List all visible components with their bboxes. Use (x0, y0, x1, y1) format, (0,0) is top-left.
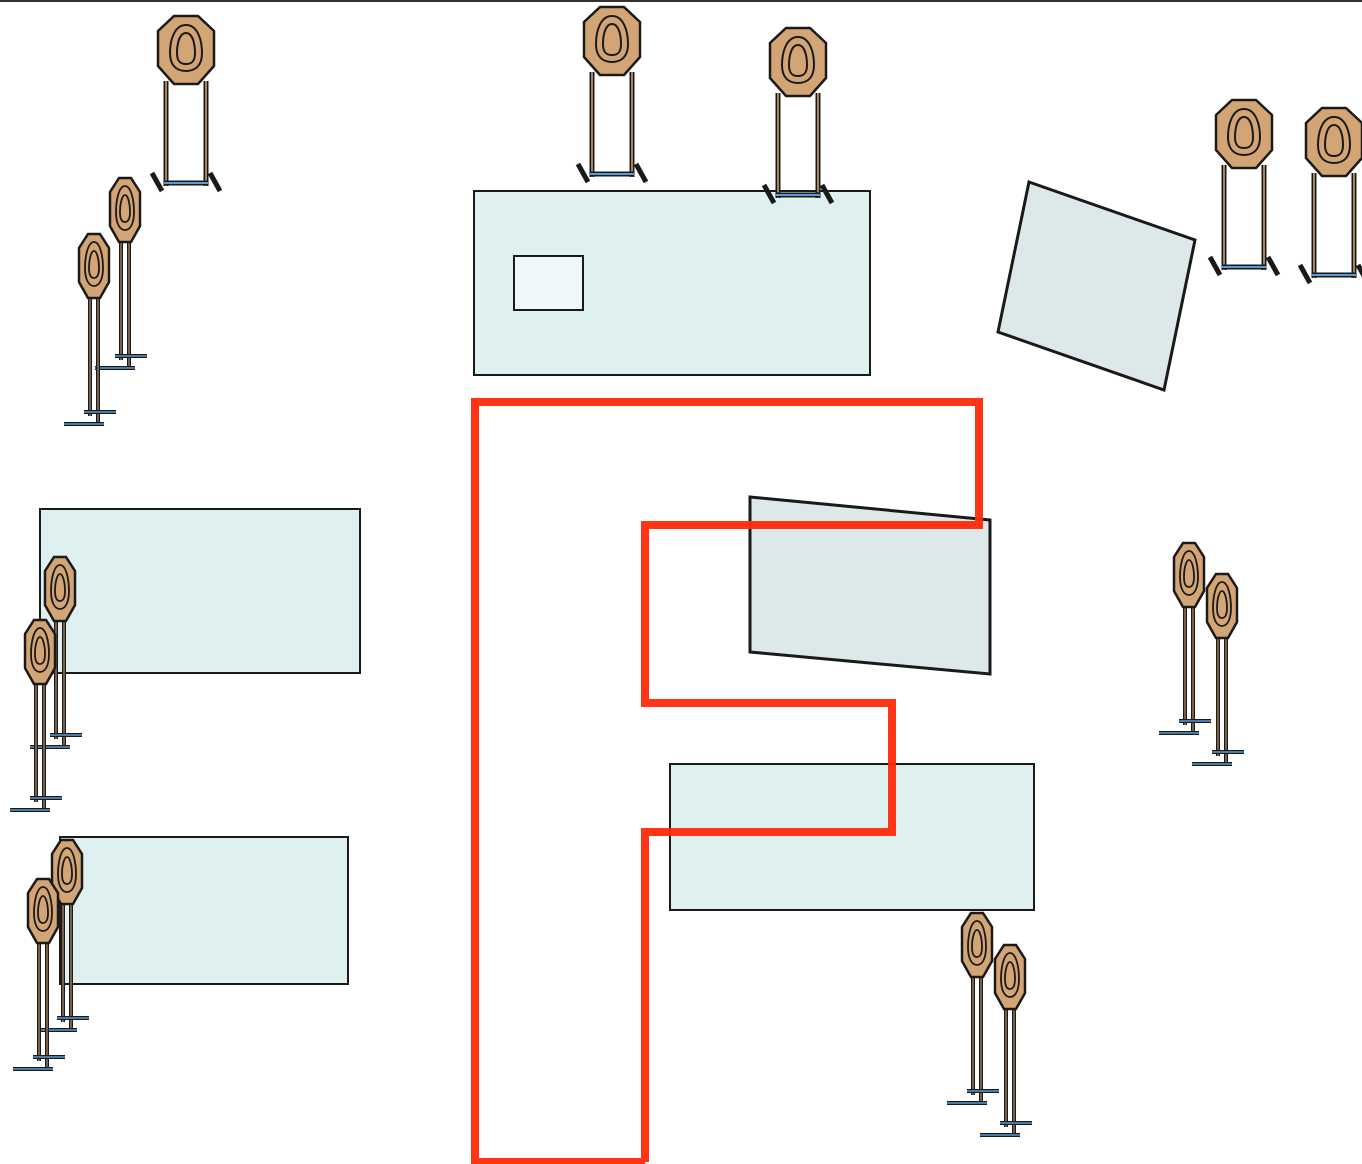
target-top-center-b (764, 28, 832, 203)
target-top-left (152, 16, 220, 191)
target-left-upper-b (62, 232, 118, 426)
shooting-area-fault-line (471, 398, 983, 1164)
target-top-center-a (578, 7, 646, 182)
target-bottom-mid-a (945, 911, 1001, 1105)
target-right-mid-a (1157, 541, 1213, 735)
window-port (513, 255, 584, 311)
wall-left-low (59, 836, 349, 985)
wall-center-angled (748, 495, 992, 676)
target-top-right-b (1300, 108, 1362, 283)
wall-left-mid (39, 508, 361, 674)
target-top-right-a (1210, 100, 1278, 275)
target-right-mid-b (1190, 572, 1246, 766)
target-left-low-b (11, 877, 67, 1071)
wall-top-right-angled (996, 180, 1197, 392)
target-bottom-mid-b (978, 943, 1034, 1137)
wall-center-low (669, 763, 1035, 911)
